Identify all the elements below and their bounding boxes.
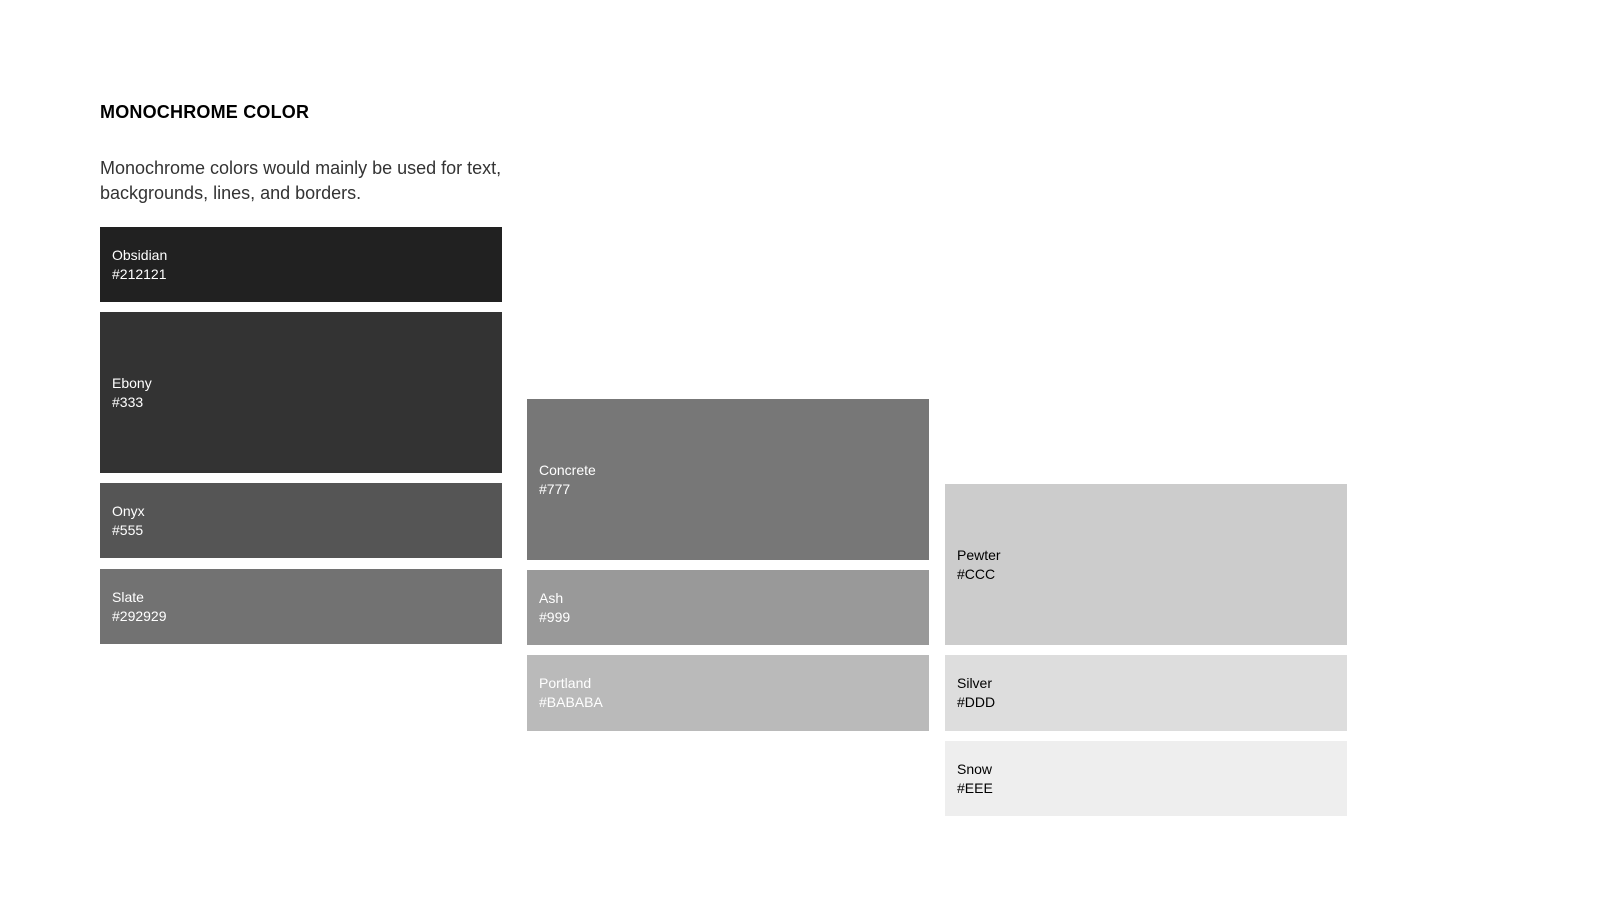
swatch-hex: #CCC [957, 565, 996, 582]
swatch-ash: Ash #999 [527, 570, 929, 645]
swatch-name: Concrete [539, 461, 596, 478]
swatch-hex: #333 [112, 393, 144, 410]
swatch-name: Ebony [112, 374, 152, 391]
swatch-pewter: Pewter #CCC [945, 484, 1347, 645]
swatch-portland: Portland #BABABA [527, 655, 929, 731]
swatch-snow: Snow #EEE [945, 741, 1347, 816]
swatch-concrete: Concrete #777 [527, 399, 929, 560]
swatch-name: Slate [112, 588, 144, 605]
swatch-hex: #212121 [112, 265, 167, 282]
swatch-name: Pewter [957, 546, 1001, 563]
swatch-ebony: Ebony #333 [100, 312, 502, 473]
page-title: MONOCHROME COLOR [100, 102, 310, 122]
swatch-name: Silver [957, 675, 993, 691]
swatch-name: Obsidian [112, 246, 168, 263]
swatch-hex: #777 [539, 480, 571, 497]
swatch-silver: Silver #DDD [945, 655, 1347, 731]
swatch-name: Snow [957, 760, 993, 777]
swatch-hex: #555 [112, 521, 144, 538]
swatch-hex: #292929 [112, 607, 167, 624]
swatch-hex: #999 [539, 608, 571, 625]
swatch-hex: #EEE [957, 779, 993, 796]
page-description: Monochrome colors would mainly be used f… [100, 158, 502, 203]
swatch-hex: #BABABA [539, 694, 603, 710]
swatch-obsidian: Obsidian #212121 [100, 227, 502, 302]
swatch-name: Ash [539, 589, 564, 606]
swatch-slate: Slate #292929 [100, 569, 502, 644]
swatch-onyx: Onyx #555 [100, 483, 502, 558]
swatch-name: Portland [539, 675, 592, 691]
swatch-name: Onyx [112, 502, 145, 519]
swatch-hex: #DDD [957, 694, 996, 710]
